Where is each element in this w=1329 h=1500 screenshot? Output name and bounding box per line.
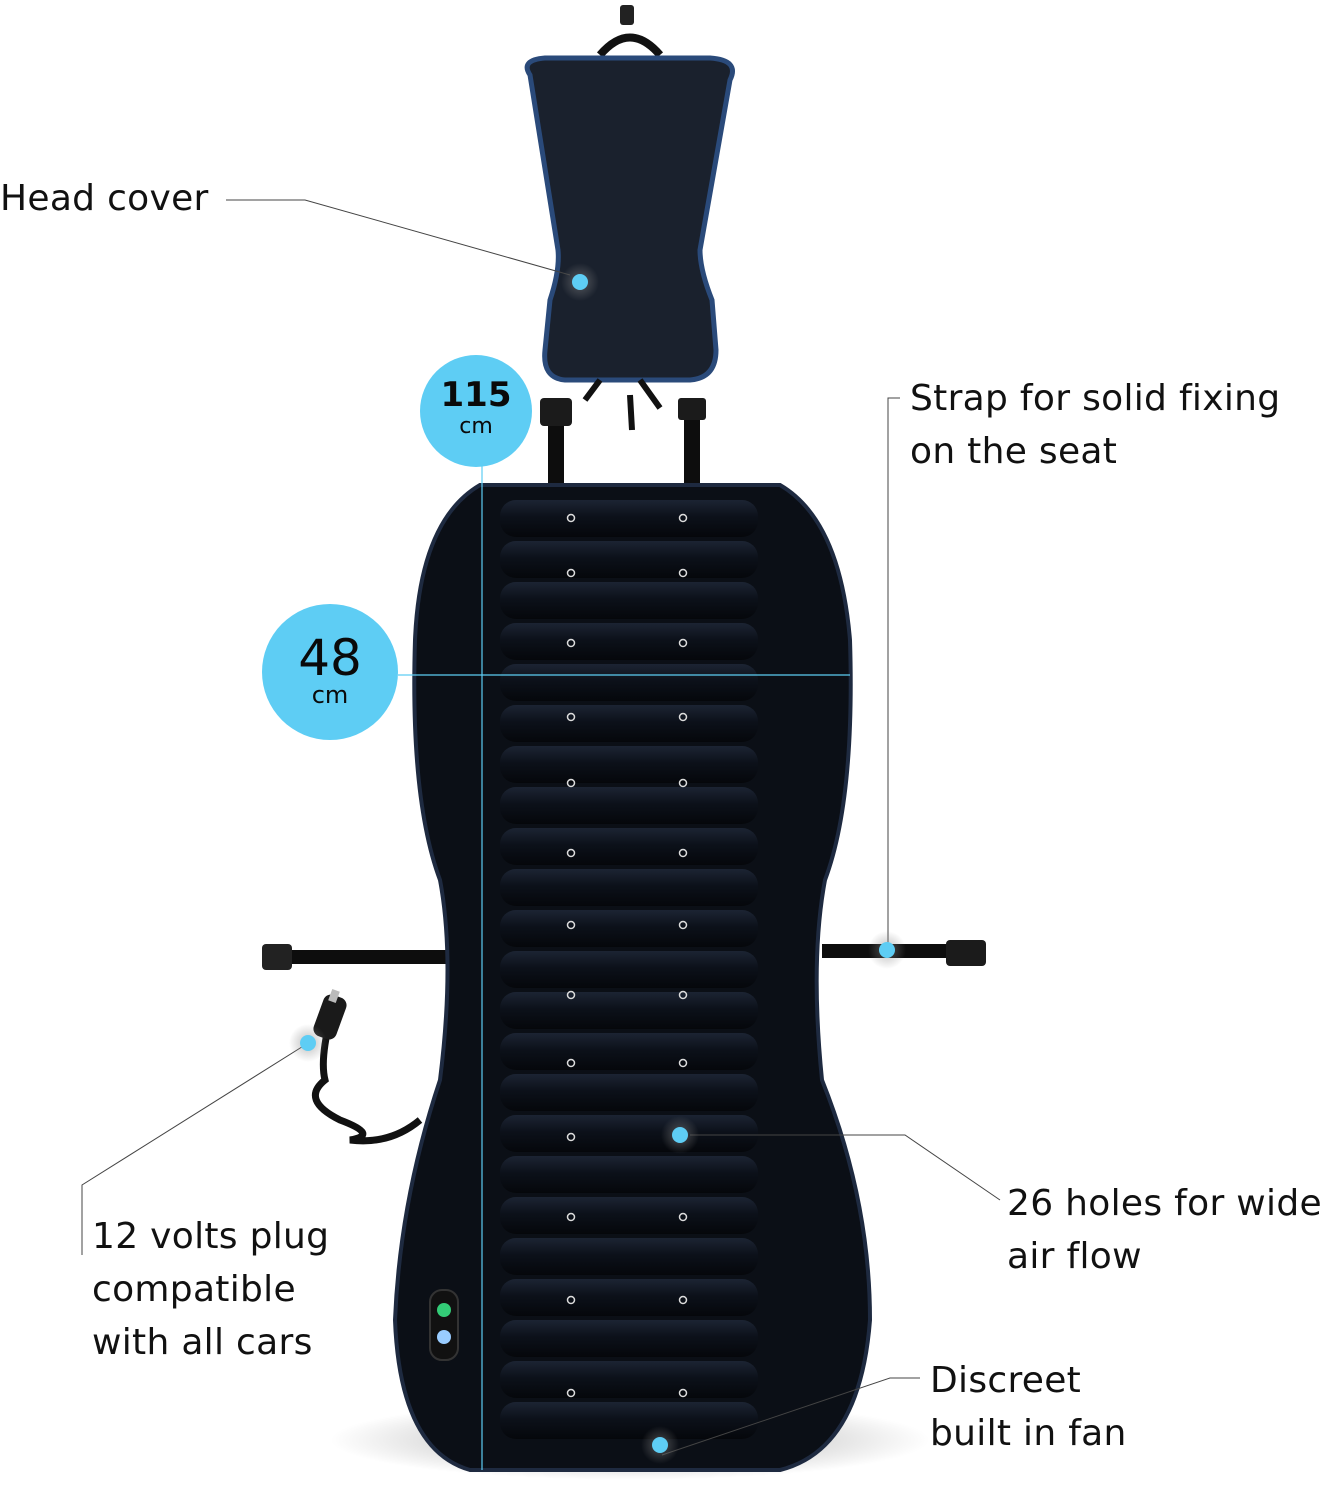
rib xyxy=(500,1115,758,1152)
vent-hole xyxy=(678,568,688,578)
marker-head-cover xyxy=(561,263,599,301)
upper-straps xyxy=(540,398,706,485)
vent-hole xyxy=(678,1212,688,1222)
rib xyxy=(500,1156,758,1193)
callout-fan-line-2: built in fan xyxy=(930,1413,1127,1454)
vent-hole xyxy=(678,848,688,858)
rib xyxy=(500,787,758,824)
rib xyxy=(500,746,758,783)
callout-holes-line-2: air flow xyxy=(1007,1236,1142,1277)
vent-hole xyxy=(566,638,576,648)
height-unit: cm xyxy=(459,414,493,439)
head-cover xyxy=(524,5,735,431)
rib xyxy=(500,1074,758,1111)
rib xyxy=(500,1361,758,1398)
leader-strap xyxy=(887,397,900,948)
rib xyxy=(500,1033,758,1070)
air-channel-ribs xyxy=(500,500,758,1439)
vent-hole xyxy=(678,1295,688,1305)
width-unit: cm xyxy=(311,681,349,709)
callout-head-cover-line-1: Head cover xyxy=(0,178,209,219)
rib xyxy=(500,500,758,537)
rib xyxy=(500,828,758,865)
marker-strap xyxy=(868,931,906,969)
marker-plug xyxy=(289,1024,327,1062)
rib xyxy=(500,541,758,578)
leader-plug xyxy=(81,1044,306,1255)
vent-hole xyxy=(566,990,576,1000)
leader-fan xyxy=(661,1377,920,1456)
callout-plug: 12 volts plug compatible with all cars xyxy=(92,1210,329,1369)
width-value: 48 xyxy=(298,629,362,687)
vent-hole xyxy=(566,848,576,858)
rib xyxy=(500,910,758,947)
rib xyxy=(500,951,758,988)
height-badge: 115 cm xyxy=(420,355,532,467)
rib xyxy=(500,582,758,619)
callout-holes: 26 holes for wide air flow xyxy=(1007,1177,1322,1283)
rib xyxy=(500,705,758,742)
rib xyxy=(500,869,758,906)
width-badge: 48 cm xyxy=(262,604,398,740)
leader-holes xyxy=(690,1134,1001,1201)
callout-strap-line-1: Strap for solid fixing xyxy=(910,378,1281,419)
vent-hole xyxy=(566,920,576,930)
vent-hole xyxy=(678,513,688,523)
marker-holes xyxy=(661,1116,699,1154)
vent-hole xyxy=(566,1058,576,1068)
power-cord xyxy=(312,988,423,1145)
vent-hole xyxy=(678,1058,688,1068)
rib xyxy=(500,1279,758,1316)
callout-fan-line-1: Discreet xyxy=(930,1360,1082,1401)
vent-holes xyxy=(566,513,688,1398)
vent-hole xyxy=(566,1295,576,1305)
rib xyxy=(500,1402,758,1439)
vent-hole xyxy=(678,1388,688,1398)
rib xyxy=(500,1238,758,1275)
callout-head-cover: Head cover xyxy=(0,172,209,225)
mode-button[interactable] xyxy=(437,1330,451,1344)
callout-plug-line-1: 12 volts plug xyxy=(92,1216,330,1257)
callout-fan: Discreet built in fan xyxy=(930,1354,1127,1460)
vent-hole xyxy=(566,712,576,722)
callout-plug-line-3: with all cars xyxy=(92,1322,313,1363)
vent-hole xyxy=(678,712,688,722)
vent-hole xyxy=(678,920,688,930)
vent-hole xyxy=(566,568,576,578)
vent-hole xyxy=(678,778,688,788)
callout-plug-line-2: compatible xyxy=(92,1269,296,1310)
vent-hole xyxy=(678,990,688,1000)
vent-hole xyxy=(566,778,576,788)
height-value: 115 xyxy=(440,375,512,415)
fan-controls xyxy=(429,1289,459,1361)
power-button[interactable] xyxy=(437,1303,451,1317)
leader-head-cover xyxy=(226,199,571,276)
vent-hole xyxy=(566,1388,576,1398)
vent-hole xyxy=(566,1132,576,1142)
vent-hole xyxy=(566,513,576,523)
vent-hole xyxy=(566,1212,576,1222)
rib xyxy=(500,623,758,660)
rib xyxy=(500,1320,758,1357)
marker-fan xyxy=(641,1426,679,1464)
rib xyxy=(500,992,758,1029)
rib xyxy=(500,664,758,701)
callout-holes-line-1: 26 holes for wide xyxy=(1007,1183,1322,1224)
callout-strap-line-2: on the seat xyxy=(910,431,1118,472)
rib xyxy=(500,1197,758,1234)
callout-strap: Strap for solid fixing on the seat xyxy=(910,372,1280,478)
vent-hole xyxy=(678,638,688,648)
